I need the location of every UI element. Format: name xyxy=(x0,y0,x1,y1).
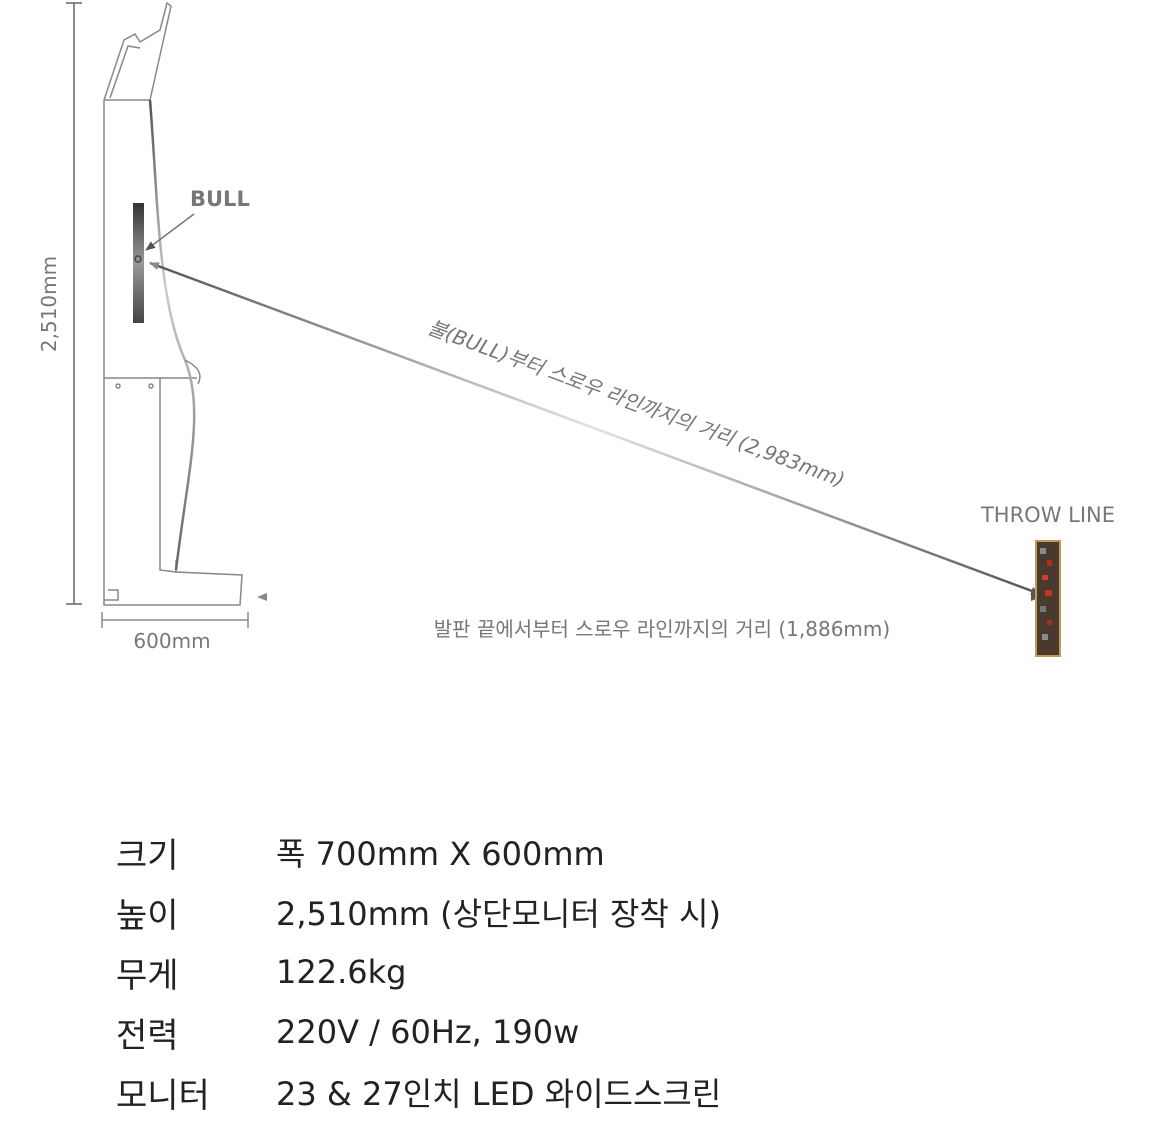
spec-label: 높이 xyxy=(116,895,179,936)
bull-point xyxy=(134,255,142,263)
dartboard xyxy=(133,203,144,323)
height-dimension-line xyxy=(66,2,82,605)
spec-row-monitor: 모니터 23 & 27인치 LED 와이드스크린 xyxy=(116,1062,1016,1122)
spec-label: 전력 xyxy=(116,1015,179,1056)
spec-label: 크기 xyxy=(116,835,179,876)
bull-pointer xyxy=(145,213,195,251)
diagonal-distance-label: 불(BULL)부터 스로우 라인까지의 거리 (2,983mm) xyxy=(425,315,848,492)
spec-value: 폭 700mm X 600mm xyxy=(276,835,605,873)
spec-value: 220V / 60Hz, 190w xyxy=(276,1013,580,1051)
dart-machine-diagram: 2,510mm BULL 불(BULL)부터 스로우 라인까지의 거리 (2,9… xyxy=(37,1,1115,657)
throw-line-label: THROW LINE xyxy=(980,503,1115,527)
spec-label: 무게 xyxy=(116,955,179,996)
spec-value: 122.6kg xyxy=(276,953,407,991)
diagonal-distance-line xyxy=(149,261,1041,596)
height-dimension-label: 2,510mm xyxy=(37,256,61,352)
cabinet-front-curve xyxy=(148,99,196,571)
dart-machine-outline xyxy=(103,1,243,606)
spec-value: 23 & 27인치 LED 와이드스크린 xyxy=(276,1075,722,1113)
width-dimension-label: 600mm xyxy=(133,629,210,653)
spec-value: 2,510mm (상단모니터 장착 시) xyxy=(276,895,721,933)
throw-line-marker xyxy=(1035,540,1061,657)
floor-distance-label: 발판 끝에서부터 스로우 라인까지의 거리 (1,886mm) xyxy=(434,617,890,641)
width-dimension-line xyxy=(101,612,249,628)
spec-table: 크기 폭 700mm X 600mm 높이 2,510mm (상단모니터 장착 … xyxy=(116,822,1016,1122)
spec-row-height: 높이 2,510mm (상단모니터 장착 시) xyxy=(116,882,1016,942)
spec-row-size: 크기 폭 700mm X 600mm xyxy=(116,822,1016,882)
bull-label: BULL xyxy=(190,187,250,211)
spec-label: 모니터 xyxy=(116,1075,210,1116)
spec-row-weight: 무게 122.6kg xyxy=(116,942,1016,1002)
spec-row-power: 전력 220V / 60Hz, 190w xyxy=(116,1002,1016,1062)
